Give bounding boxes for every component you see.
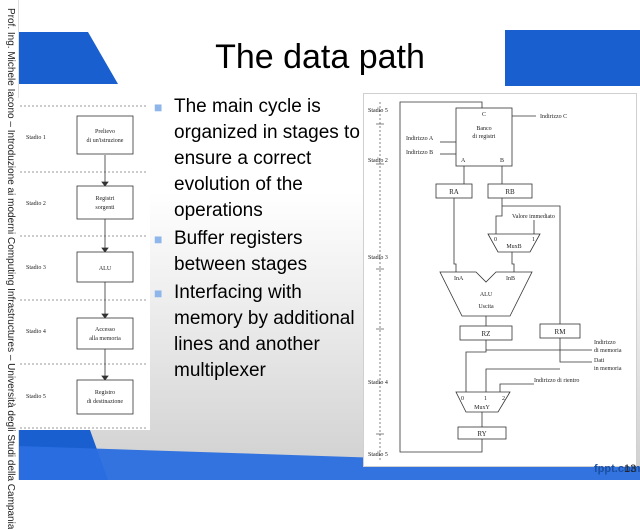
register-file-port-b: B [500,158,504,164]
stage-box-1-line1: Prelievo [95,129,115,135]
stage-label-2: Stadio 2 [26,201,46,207]
memory-address-line1: Indirizzo [594,340,616,346]
stage-box-4-line1: Accesso [95,327,115,333]
register-ra-box [435,183,473,199]
stage-box-1-line2: di un'istruzione [87,138,124,144]
stage-label-3: Stadio 3 [26,265,46,271]
stage-box-3-line1: ALU [99,266,112,272]
memory-data-line2: in memoria [594,366,622,372]
return-address-label: Indirizzo di rientro [534,378,579,384]
muxy-input-0: 0 [461,396,464,402]
muxy-input-1: 1 [484,396,487,402]
alu-shape [439,271,533,317]
bullet-square-icon: ■ [154,231,163,247]
register-file-port-a: A [461,158,466,164]
bullet-item: ■ The main cycle is organized in stages … [150,94,360,224]
dp-stage-label-5: Stadio 5 [368,452,388,458]
stage-box-5-line1: Registro [95,390,115,396]
bullet-square-icon: ■ [154,99,163,115]
footer-logo: fppt.com [594,463,640,475]
addr-c-label: Indirizzo C [540,114,567,120]
register-ry-label: RY [477,430,486,438]
alu-input-b: InB [506,276,515,282]
stage-box-5-line2: di destinazione [87,399,123,405]
register-rz-box [459,325,513,341]
bullet-text: Interfacing with memory by additional li… [174,282,355,381]
register-file-line1: Banco [476,126,491,132]
stage-arrows [101,155,109,381]
addr-a-label: Indirizzo A [406,136,434,142]
pipeline-stages-svg: Stadio 1 Stadio 2 Stadio 3 Stadio 4 Stad… [20,105,148,429]
decorative-band-top-right [505,30,640,86]
register-file-box [455,107,513,167]
memory-address-line2: di memoria [594,348,622,354]
muxb-input-1: 1 [532,237,535,243]
stage-label-5: Stadio 5 [26,394,46,400]
stage-box-2-line1: Registri [96,196,115,202]
stage-box-2 [76,185,134,220]
datapath-svg: Stadio 5 Stadio 2 Stadio 3 Stadio 4 Stad… [368,101,622,462]
stage-box-2-line2: sorgenti [95,205,115,211]
muxy-input-2: 2 [502,396,505,402]
slide-title: The data path [215,38,425,76]
stage-axis [376,102,384,462]
register-rm-label: RM [555,328,567,336]
muxb-label: MuxB [506,244,521,250]
bullet-text: Buffer registers between stages [174,228,308,275]
register-rz-label: RZ [482,330,491,338]
alu-input-a: InA [454,276,464,282]
muxb-input-0: 0 [494,237,497,243]
register-rm-box [539,323,581,339]
register-ra-label: RA [449,188,459,196]
pipeline-stages-diagram: Stadio 1 Stadio 2 Stadio 3 Stadio 4 Stad… [18,98,150,430]
register-ry-box [457,426,507,440]
register-rb-box [487,183,533,199]
stage-box-4-line2: alla memoria [89,336,121,342]
stage-box-5 [76,379,134,415]
dp-stage-label-3: Stadio 3 [368,255,388,261]
addr-b-label: Indirizzo B [406,150,433,156]
memory-data-line1: Dati [594,358,605,364]
sidebar-vertical-title: Prof. Ing. Michele Iacono – Introduzione… [5,8,16,529]
muxb-shape [487,233,541,253]
muxy-shape [455,391,511,413]
bullet-item: ■ Buffer registers between stages [150,226,360,278]
stage-box-3 [76,251,134,283]
stage-box-4 [76,317,134,350]
datapath-diagram: Stadio 5 Stadio 2 Stadio 3 Stadio 4 Stad… [363,93,637,467]
bullet-text: The main cycle is organized in stages to… [174,96,360,221]
stage-label-4: Stadio 4 [26,329,46,335]
immediate-label: Valore immediato [512,214,555,220]
datapath-wires [399,101,592,453]
stage-separators [20,105,148,429]
register-file-port-c: C [482,112,486,118]
bullet-list: ■ The main cycle is organized in stages … [150,94,360,386]
register-file-line2: di registri [472,134,495,140]
muxy-label: MuxY [474,405,490,411]
page-number: 13 [624,463,637,475]
alu-label: ALU [480,292,493,298]
bullet-item: ■ Interfacing with memory by additional … [150,280,360,384]
alu-output-label: Uscita [478,304,494,310]
dp-stage-label-2: Stadio 2 [368,158,388,164]
stage-label-1: Stadio 1 [26,135,46,141]
register-rb-label: RB [505,188,515,196]
bullet-square-icon: ■ [154,285,163,301]
dp-stage-label-1: Stadio 5 [368,108,388,114]
stage-box-1 [76,115,134,155]
dp-stage-label-4: Stadio 4 [368,380,388,386]
